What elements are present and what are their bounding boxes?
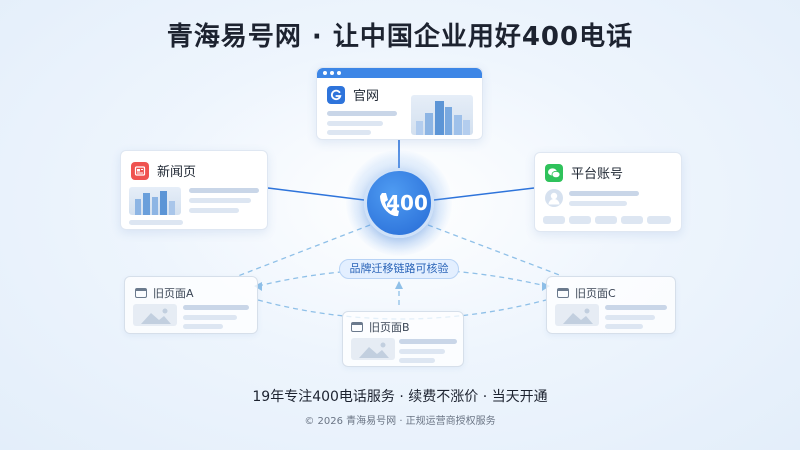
image-placeholder (555, 304, 599, 326)
line-old-page-a (237, 224, 371, 277)
platform-account-label: 平台账号 (571, 167, 624, 182)
city-image (411, 95, 473, 135)
footer-tagline: 19年专注400电话服务 · 续费不涨价 · 当天开通 (252, 389, 548, 405)
official-site-card[interactable]: 官网 (316, 67, 483, 140)
line-news-page (267, 187, 365, 201)
g-logo-icon (327, 85, 345, 104)
verification-badge: 品牌迁移链路可核验 (339, 259, 459, 279)
old-page-b-label: 旧页面B (369, 321, 410, 334)
line-old-page-c (427, 224, 563, 277)
old-page-c-label: 旧页面C (575, 287, 616, 300)
footer-copyright: © 2026 青海易号网 · 正规运营商授权服务 (304, 416, 496, 427)
news-page-card[interactable]: 新闻页 (120, 150, 268, 230)
page-icon (351, 322, 363, 332)
avatar (545, 189, 563, 207)
page-icon (135, 288, 147, 298)
old-page-b-card[interactable]: 旧页面B (342, 311, 464, 367)
phone-icon (380, 193, 399, 217)
news-icon (131, 161, 149, 180)
platform-account-card[interactable]: 平台账号 (534, 152, 682, 232)
page-icon (557, 288, 569, 298)
city-image (129, 187, 181, 215)
browser-bar (317, 68, 482, 78)
page-title: 青海易号网 · 让中国企业用好400电话 (166, 22, 634, 52)
line-platform-account (433, 187, 535, 201)
official-site-label: 官网 (353, 89, 380, 104)
old-page-a-card[interactable]: 旧页面A (124, 276, 258, 334)
arrow-up (395, 281, 403, 289)
old-page-a-label: 旧页面A (153, 287, 194, 300)
image-placeholder (351, 338, 395, 360)
hub-400-circle: 400 (364, 168, 434, 238)
image-placeholder (133, 304, 177, 326)
wechat-icon (545, 163, 563, 182)
old-page-c-card[interactable]: 旧页面C (546, 276, 676, 334)
arrow-left (254, 282, 262, 291)
news-page-label: 新闻页 (157, 165, 197, 180)
